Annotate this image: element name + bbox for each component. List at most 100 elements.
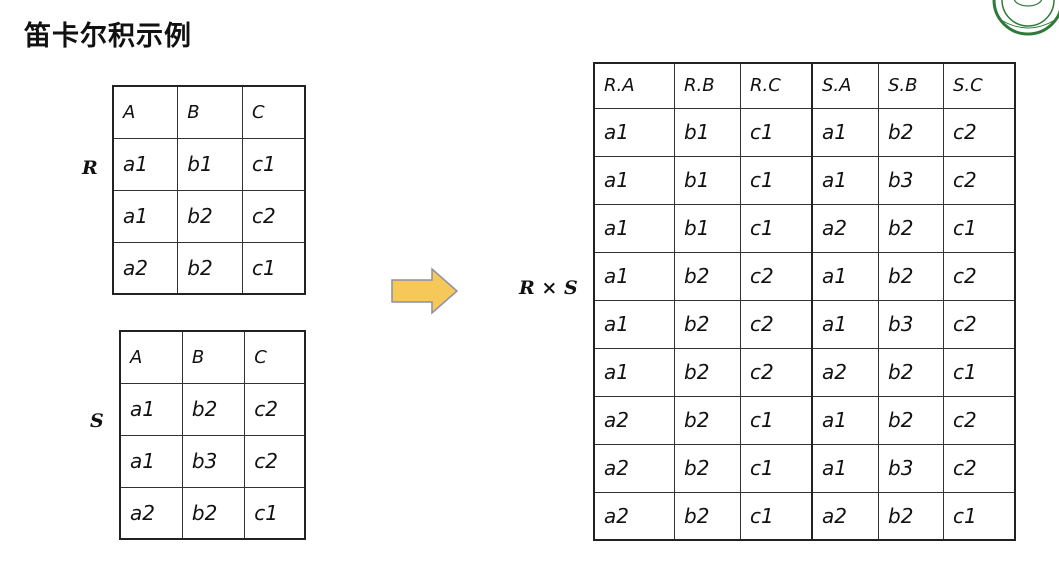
table-cell: b2 [674,299,741,349]
table-cell: a1 [593,251,675,301]
table-cell: a2 [811,203,879,253]
table-cell: c2 [740,251,813,301]
relation-s-label: S [90,410,104,432]
table-cell: c1 [241,241,306,295]
table-cell: a2 [119,486,183,540]
table-cell: b2 [674,347,741,397]
table-header-row: R.A R.B R.C S.A S.B S.C [593,62,1016,109]
header-cell: S.C [943,62,1016,109]
table-cell: b3 [181,434,246,488]
table-row: a1 b2 c2 a1 b2 c2 [593,251,1016,301]
table-cell: c2 [943,395,1016,445]
table-cell: a1 [112,137,179,191]
table-cell: a1 [811,155,879,205]
table-row: a2 b2 c1 a1 b2 c2 [593,395,1016,445]
header-cell: C [244,330,306,384]
table-cell: c2 [241,189,306,243]
table-cell: a1 [811,299,879,349]
table-cell: c1 [740,491,813,541]
table-cell: b2 [181,486,246,540]
table-cell: b2 [878,203,944,253]
table-cell: c2 [943,251,1016,301]
table-cell: a1 [593,299,675,349]
table-cell: a1 [811,107,879,157]
table-cell: c1 [740,155,813,205]
table-cell: a1 [593,347,675,397]
table-cell: a2 [593,395,675,445]
table-cell: c2 [740,299,813,349]
table-cell: a2 [811,347,879,397]
table-cell: a1 [811,395,879,445]
table-cell: b2 [674,251,741,301]
table-cell: b2 [878,347,944,397]
table-cell: c1 [740,107,813,157]
table-cell: a1 [119,382,183,436]
table-row: a2 b2 c1 a1 b3 c2 [593,443,1016,493]
table-cell: b2 [177,241,243,295]
table-cell: b2 [177,189,243,243]
table-cell: c1 [244,486,306,540]
table-cell: a1 [593,203,675,253]
right-arrow-icon [391,267,459,315]
table-cell: c1 [943,347,1016,397]
table-row: a1 b1 c1 a1 b2 c2 [593,107,1016,157]
header-cell: R.A [593,62,675,109]
table-cell: b1 [674,203,741,253]
table-cell: b2 [878,491,944,541]
header-cell: A [119,330,183,384]
table-cell: a1 [811,443,879,493]
table-cell: a1 [593,107,675,157]
table-cell: a1 [811,251,879,301]
table-row: a1 b2 c2 a2 b2 c1 [593,347,1016,397]
table-cell: b3 [878,443,944,493]
table-row: a1 b3 c2 [119,434,306,488]
table-row: a1 b2 c2 [112,189,306,243]
relation-product-label: R × S [519,277,578,299]
table-cell: c1 [943,491,1016,541]
table-cell: b2 [878,251,944,301]
header-cell: A [112,85,179,139]
university-seal-icon [992,0,1059,36]
page-title: 笛卡尔积示例 [24,21,192,52]
table-cell: a2 [593,491,675,541]
table-cell: c1 [740,203,813,253]
header-cell: B [177,85,243,139]
table-cell: c1 [740,443,813,493]
table-cell: c2 [943,107,1016,157]
table-cell: c2 [740,347,813,397]
table-row: a1 b2 c2 [119,382,306,436]
table-cell: c2 [244,434,306,488]
table-row: a1 b1 c1 a2 b2 c1 [593,203,1016,253]
table-row: a1 b1 c1 a1 b3 c2 [593,155,1016,205]
table-row: a2 b2 c1 [119,486,306,540]
header-cell: R.B [674,62,741,109]
table-cell: a2 [811,491,879,541]
table-cell: b2 [674,395,741,445]
table-cell: a2 [112,241,179,295]
relation-r-label: R [82,157,98,179]
table-cell: b1 [674,107,741,157]
table-cell: c2 [244,382,306,436]
table-cell: c1 [943,203,1016,253]
table-cell: a1 [112,189,179,243]
table-cell: c2 [943,299,1016,349]
table-cell: c1 [740,395,813,445]
table-cell: b3 [878,299,944,349]
table-cell: b2 [674,491,741,541]
table-header-row: A B C [119,330,306,384]
table-cell: a1 [593,155,675,205]
header-cell: B [181,330,246,384]
table-row: a1 b1 c1 [112,137,306,191]
table-cell: a2 [593,443,675,493]
relation-r-table: A B C a1 b1 c1 a1 b2 c2 a2 b2 c1 [112,85,306,295]
table-cell: b2 [878,107,944,157]
table-row: a2 b2 c1 a2 b2 c1 [593,491,1016,541]
table-cell: c2 [943,443,1016,493]
table-cell: c2 [943,155,1016,205]
table-cell: b1 [674,155,741,205]
table-cell: a1 [119,434,183,488]
relation-product-table: R.A R.B R.C S.A S.B S.C a1 b1 c1 a1 b2 c… [593,62,1016,541]
table-cell: b3 [878,155,944,205]
table-cell: b1 [177,137,243,191]
header-cell: S.B [878,62,944,109]
